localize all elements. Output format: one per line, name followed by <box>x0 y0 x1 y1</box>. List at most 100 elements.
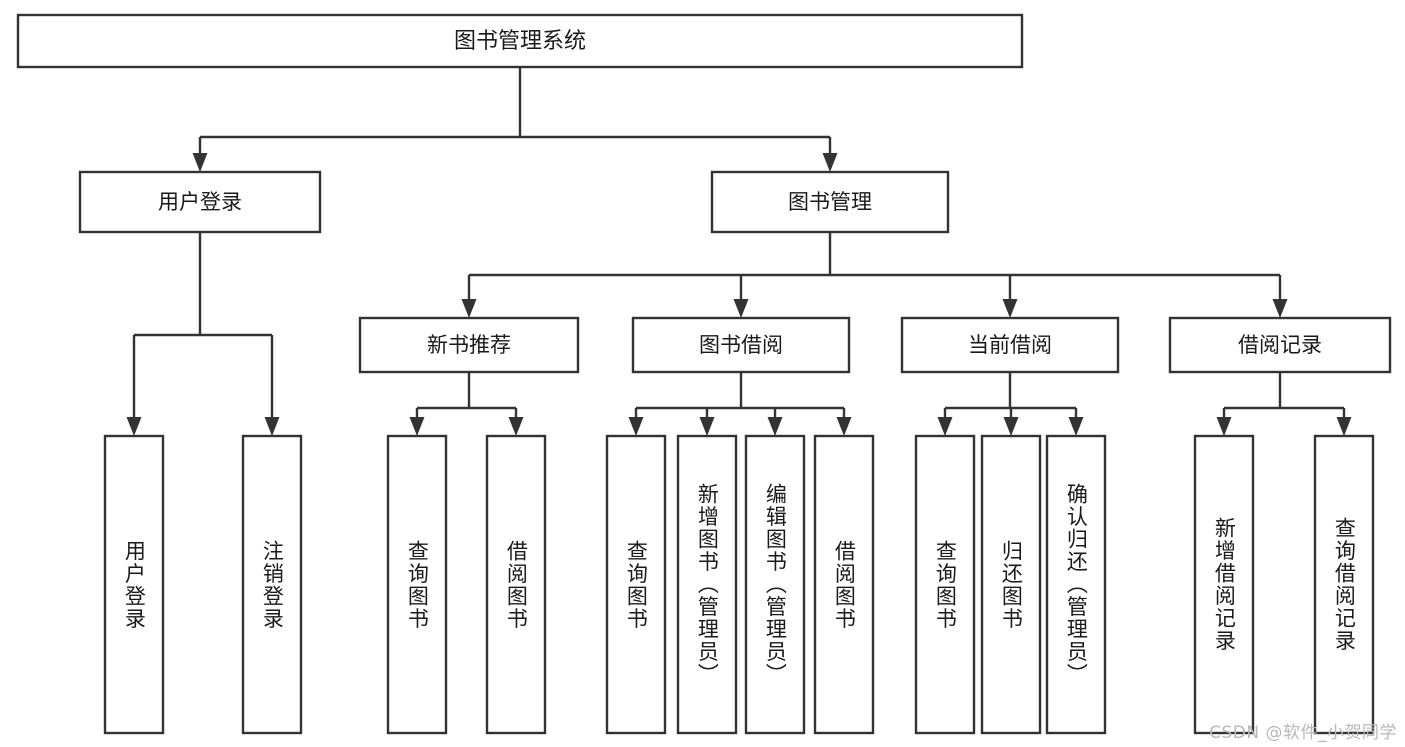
node-label: 图书借阅 <box>699 333 783 357</box>
node-book-manage[interactable]: 图书管理 <box>710 170 950 234</box>
node-label: 用户登录 <box>122 539 147 630</box>
node-label-container: 借阅图书 <box>832 539 857 630</box>
node-label: 查询图书 <box>933 539 958 630</box>
node-box[interactable] <box>744 434 806 735</box>
node-leaf-borrow-book-2[interactable]: 借阅图书 <box>813 434 875 735</box>
node-label-container: 编辑图书（管理员） <box>763 483 788 686</box>
node-label-container: 用户登录 <box>122 539 147 630</box>
arrow-down-icon <box>822 153 838 172</box>
node-leaf-edit-book[interactable]: 编辑图书（管理员） <box>744 434 806 735</box>
node-label: 借阅图书 <box>504 539 529 630</box>
node-label-container: 新增借阅记录 <box>1212 517 1237 652</box>
node-box[interactable] <box>1313 434 1375 735</box>
node-box[interactable] <box>980 434 1042 735</box>
arrow-down-icon <box>1336 417 1352 436</box>
node-box[interactable] <box>1045 434 1107 735</box>
node-layer: 图书管理系统用户登录图书管理新书推荐图书借阅当前借阅借阅记录用户登录注销登录查询… <box>16 13 1392 735</box>
node-label-container: 查询图书 <box>405 539 430 630</box>
node-box[interactable] <box>900 316 1120 374</box>
node-box[interactable] <box>241 434 303 735</box>
node-leaf-add-record[interactable]: 新增借阅记录 <box>1193 434 1255 735</box>
node-label-container: 确认归还（管理员） <box>1064 483 1089 686</box>
arrow-down-icon <box>699 417 715 436</box>
node-label: 当前借阅 <box>968 333 1052 357</box>
node-label-container: 查询图书 <box>624 539 649 630</box>
node-box[interactable] <box>103 434 165 735</box>
node-leaf-logout[interactable]: 注销登录 <box>241 434 303 735</box>
node-label: 用户登录 <box>158 190 242 214</box>
arrow-down-icon <box>1068 417 1084 436</box>
connector-group <box>937 372 1084 436</box>
node-book-borrow[interactable]: 图书借阅 <box>631 316 851 374</box>
arrow-down-icon <box>1272 299 1288 318</box>
arrow-down-icon <box>836 417 852 436</box>
node-leaf-add-book[interactable]: 新增图书（管理员） <box>676 434 738 735</box>
arrow-down-icon <box>733 299 749 318</box>
node-label: 归还图书 <box>999 539 1024 630</box>
arrow-down-icon <box>628 417 644 436</box>
connector-group <box>1216 372 1352 436</box>
node-label: 查询借阅记录 <box>1332 517 1357 652</box>
node-label: 查询图书 <box>624 539 649 630</box>
node-label: 新增借阅记录 <box>1212 517 1237 652</box>
node-label: 图书管理 <box>788 190 872 214</box>
node-label: 查询图书 <box>405 539 430 630</box>
node-new-book-rec[interactable]: 新书推荐 <box>358 316 580 374</box>
arrow-down-icon <box>126 417 142 436</box>
node-box[interactable] <box>710 170 950 234</box>
node-box[interactable] <box>914 434 976 735</box>
node-root[interactable]: 图书管理系统 <box>16 13 1024 69</box>
node-label-container: 新增图书（管理员） <box>695 483 720 686</box>
node-current-borrow[interactable]: 当前借阅 <box>900 316 1120 374</box>
node-label-container: 查询借阅记录 <box>1332 517 1357 652</box>
node-leaf-query-book-2[interactable]: 查询图书 <box>605 434 667 735</box>
node-box[interactable] <box>1193 434 1255 735</box>
node-label: 图书管理系统 <box>454 29 586 54</box>
node-box[interactable] <box>676 434 738 735</box>
node-user-login[interactable]: 用户登录 <box>78 170 322 234</box>
node-box[interactable] <box>605 434 667 735</box>
node-box[interactable] <box>16 13 1024 69</box>
node-leaf-query-record[interactable]: 查询借阅记录 <box>1313 434 1375 735</box>
arrow-down-icon <box>767 417 783 436</box>
node-box[interactable] <box>631 316 851 374</box>
node-leaf-user-login[interactable]: 用户登录 <box>103 434 165 735</box>
node-label: 新增图书（管理员） <box>695 483 720 686</box>
node-label: 编辑图书（管理员） <box>763 483 788 686</box>
arrow-down-icon <box>409 417 425 436</box>
node-label: 借阅图书 <box>832 539 857 630</box>
arrow-down-icon <box>192 153 208 172</box>
node-label-container: 注销登录 <box>260 539 285 630</box>
node-label: 注销登录 <box>260 539 285 630</box>
node-label: 新书推荐 <box>427 333 511 357</box>
connector-group <box>409 372 524 436</box>
arrow-down-icon <box>508 417 524 436</box>
connector-layer <box>126 67 1352 436</box>
arrow-down-icon <box>1216 417 1232 436</box>
node-label: 借阅记录 <box>1238 333 1322 357</box>
arrow-down-icon <box>264 417 280 436</box>
node-box[interactable] <box>358 316 580 374</box>
node-label: 确认归还（管理员） <box>1064 483 1089 686</box>
connector-group <box>126 232 280 436</box>
node-leaf-confirm-return[interactable]: 确认归还（管理员） <box>1045 434 1107 735</box>
node-box[interactable] <box>386 434 448 735</box>
node-borrow-record[interactable]: 借阅记录 <box>1168 316 1392 374</box>
connector-group <box>192 67 838 172</box>
node-leaf-borrow-book-1[interactable]: 借阅图书 <box>485 434 547 735</box>
node-box[interactable] <box>78 170 322 234</box>
node-leaf-query-book-1[interactable]: 查询图书 <box>386 434 448 735</box>
node-label-container: 借阅图书 <box>504 539 529 630</box>
node-label-container: 查询图书 <box>933 539 958 630</box>
node-leaf-query-book-3[interactable]: 查询图书 <box>914 434 976 735</box>
node-box[interactable] <box>485 434 547 735</box>
node-label-container: 归还图书 <box>999 539 1024 630</box>
arrow-down-icon <box>1002 299 1018 318</box>
connector-group <box>461 232 1288 318</box>
node-leaf-return-book[interactable]: 归还图书 <box>980 434 1042 735</box>
arrow-down-icon <box>461 299 477 318</box>
node-box[interactable] <box>813 434 875 735</box>
node-box[interactable] <box>1168 316 1392 374</box>
